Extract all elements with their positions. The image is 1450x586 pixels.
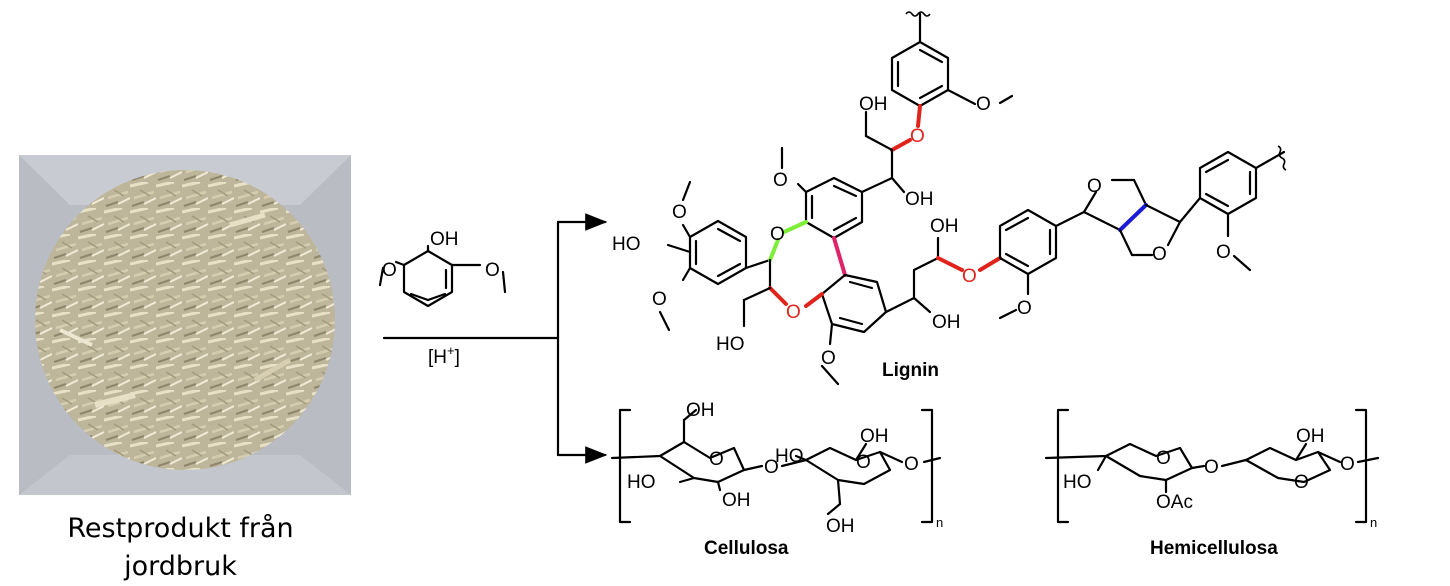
- hemicellulose-o-link: O: [1204, 457, 1219, 478]
- lignin-o-green: O: [770, 224, 785, 245]
- lignin-oh-top: OH: [859, 94, 888, 115]
- lignin-o-furan-top: O: [1087, 176, 1102, 197]
- reaction-arrows: [H+]: [382, 213, 608, 464]
- lignin-o-top-methoxy: O: [976, 94, 991, 115]
- hemicellulose-name: Hemicellulosa: [1150, 538, 1278, 559]
- biomass-photo: [19, 155, 351, 495]
- cellulose-ho-ring2: HO: [775, 446, 804, 467]
- lignin-o-bottom-methoxy: O: [821, 348, 836, 369]
- photo-caption-line2: jordbruk: [124, 551, 237, 582]
- lignin-oh-right-bottom: OH: [932, 312, 961, 333]
- photo-caption: Restprodukt från jordbruk: [8, 510, 353, 586]
- reagent-dimethoxyphenol: OH O O: [378, 229, 507, 308]
- lignin-o-far-methoxy: O: [1216, 242, 1231, 263]
- lignin-ho-left: HO: [612, 234, 641, 255]
- condition-label: [H+]: [428, 343, 460, 368]
- lignin-oh-upper: OH: [905, 189, 934, 210]
- lignin-o-ring-red: O: [786, 302, 801, 323]
- hemicellulose-ho: HO: [1063, 472, 1092, 493]
- lignin-o-furan-bottom: O: [1152, 244, 1167, 265]
- lignin-oh-right-top: OH: [930, 216, 959, 237]
- photo-caption-line1: Restprodukt från: [67, 513, 294, 544]
- lignin-o-top-red: O: [910, 126, 925, 147]
- cellulose-oh-top: OH: [686, 400, 715, 421]
- lignin-o-left-methoxy-bottom: O: [652, 289, 667, 310]
- lignin-o-left-methoxy-top: O: [672, 202, 687, 223]
- lignin-o-methoxy-upper: O: [773, 170, 788, 191]
- cellulose-name: Cellulosa: [704, 538, 789, 559]
- cellulose-o-ring1: O: [709, 449, 724, 470]
- hemicellulose-oh: OH: [1296, 426, 1325, 447]
- cellulose-o-ring2: O: [856, 452, 871, 473]
- lignin-structure: OH O O OH O O: [612, 11, 1287, 386]
- lignin-o-aryl-methoxy: O: [1017, 298, 1032, 319]
- reagent-o-right: O: [485, 260, 500, 281]
- cellulose-oh-bottom: OH: [826, 516, 855, 537]
- hemicellulose-o-ring1: O: [1156, 448, 1171, 469]
- cellulose-oh-ring2-top: OH: [860, 426, 889, 447]
- reagent-oh-label: OH: [430, 229, 459, 250]
- hemicellulose-o-end: O: [1340, 454, 1355, 475]
- lignin-o-right-red: O: [962, 266, 977, 287]
- lignin-name: Lignin: [882, 360, 939, 381]
- hemicellulose-n: n: [1370, 515, 1377, 530]
- cellulose-o-link: O: [764, 457, 779, 478]
- lignin-ho-bottom: HO: [716, 334, 745, 355]
- cellulose-ho-left: HO: [627, 472, 656, 493]
- cellulose-o-end: O: [904, 454, 919, 475]
- cellulose-structure: OH HO O O OH HO OH O O OH n Cellulosa: [610, 400, 943, 559]
- hemicellulose-o-ring2: O: [1294, 472, 1309, 493]
- hemicellulose-oac: OAc: [1156, 492, 1193, 513]
- hemicellulose-structure: HO O O OAc OH O O n Hemicellulosa: [1044, 408, 1380, 559]
- reagent-o-left: O: [382, 260, 397, 281]
- cellulose-n: n: [936, 515, 943, 530]
- cellulose-oh-ring1: OH: [722, 490, 751, 511]
